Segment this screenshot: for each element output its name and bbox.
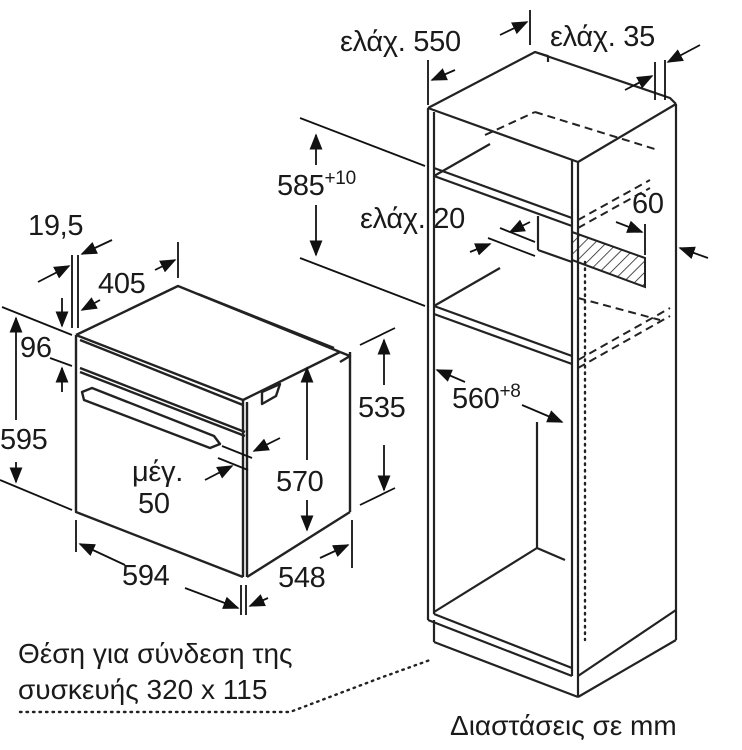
label-panel-height-96: 96 [20,332,52,364]
label-top-depth-405: 405 [98,268,146,300]
units-note: Διαστάσεις σε mm [450,710,677,741]
label-vent-opening-60: 60 [632,188,664,220]
dimension-lines [0,10,709,615]
label-door-max-label: μέγ. [132,456,183,488]
niche-width-tolerance: +8 [499,381,521,402]
label-door-max-value: 50 [138,488,170,520]
label-niche-height-585: 585+10 [277,169,356,202]
label-front-thickness-19-5: 19,5 [28,210,84,242]
label-total-height-595: 595 [0,424,48,456]
tall-cabinet [426,50,678,699]
dotted-connection-lines [18,260,587,714]
niche-height-value: 585 [277,170,325,202]
label-min-ventilation-20: ελάχ. 20 [360,203,465,235]
oven [74,284,352,579]
label-width-594: 594 [122,560,170,592]
label-depth-548: 548 [278,562,326,594]
label-min-rear-gap-35: ελάχ. 35 [550,21,655,53]
vent-hatched-area [571,230,646,289]
label-body-height-570: 570 [276,466,324,498]
niche-height-tolerance: +10 [324,168,357,189]
label-min-depth-550: ελάχ. 550 [340,26,461,58]
connection-note: Θέση για σύνδεση της συσκευής 320 x 115 [18,636,293,708]
cabinet-hidden-lines [484,111,671,369]
connection-note-line2: συσκευής 320 x 115 [18,674,268,705]
label-rear-height-535: 535 [358,392,406,424]
connection-note-line1: Θέση για σύνδεση της [18,638,293,669]
label-niche-width-560: 560+8 [452,382,521,415]
niche-width-value: 560 [452,383,500,415]
